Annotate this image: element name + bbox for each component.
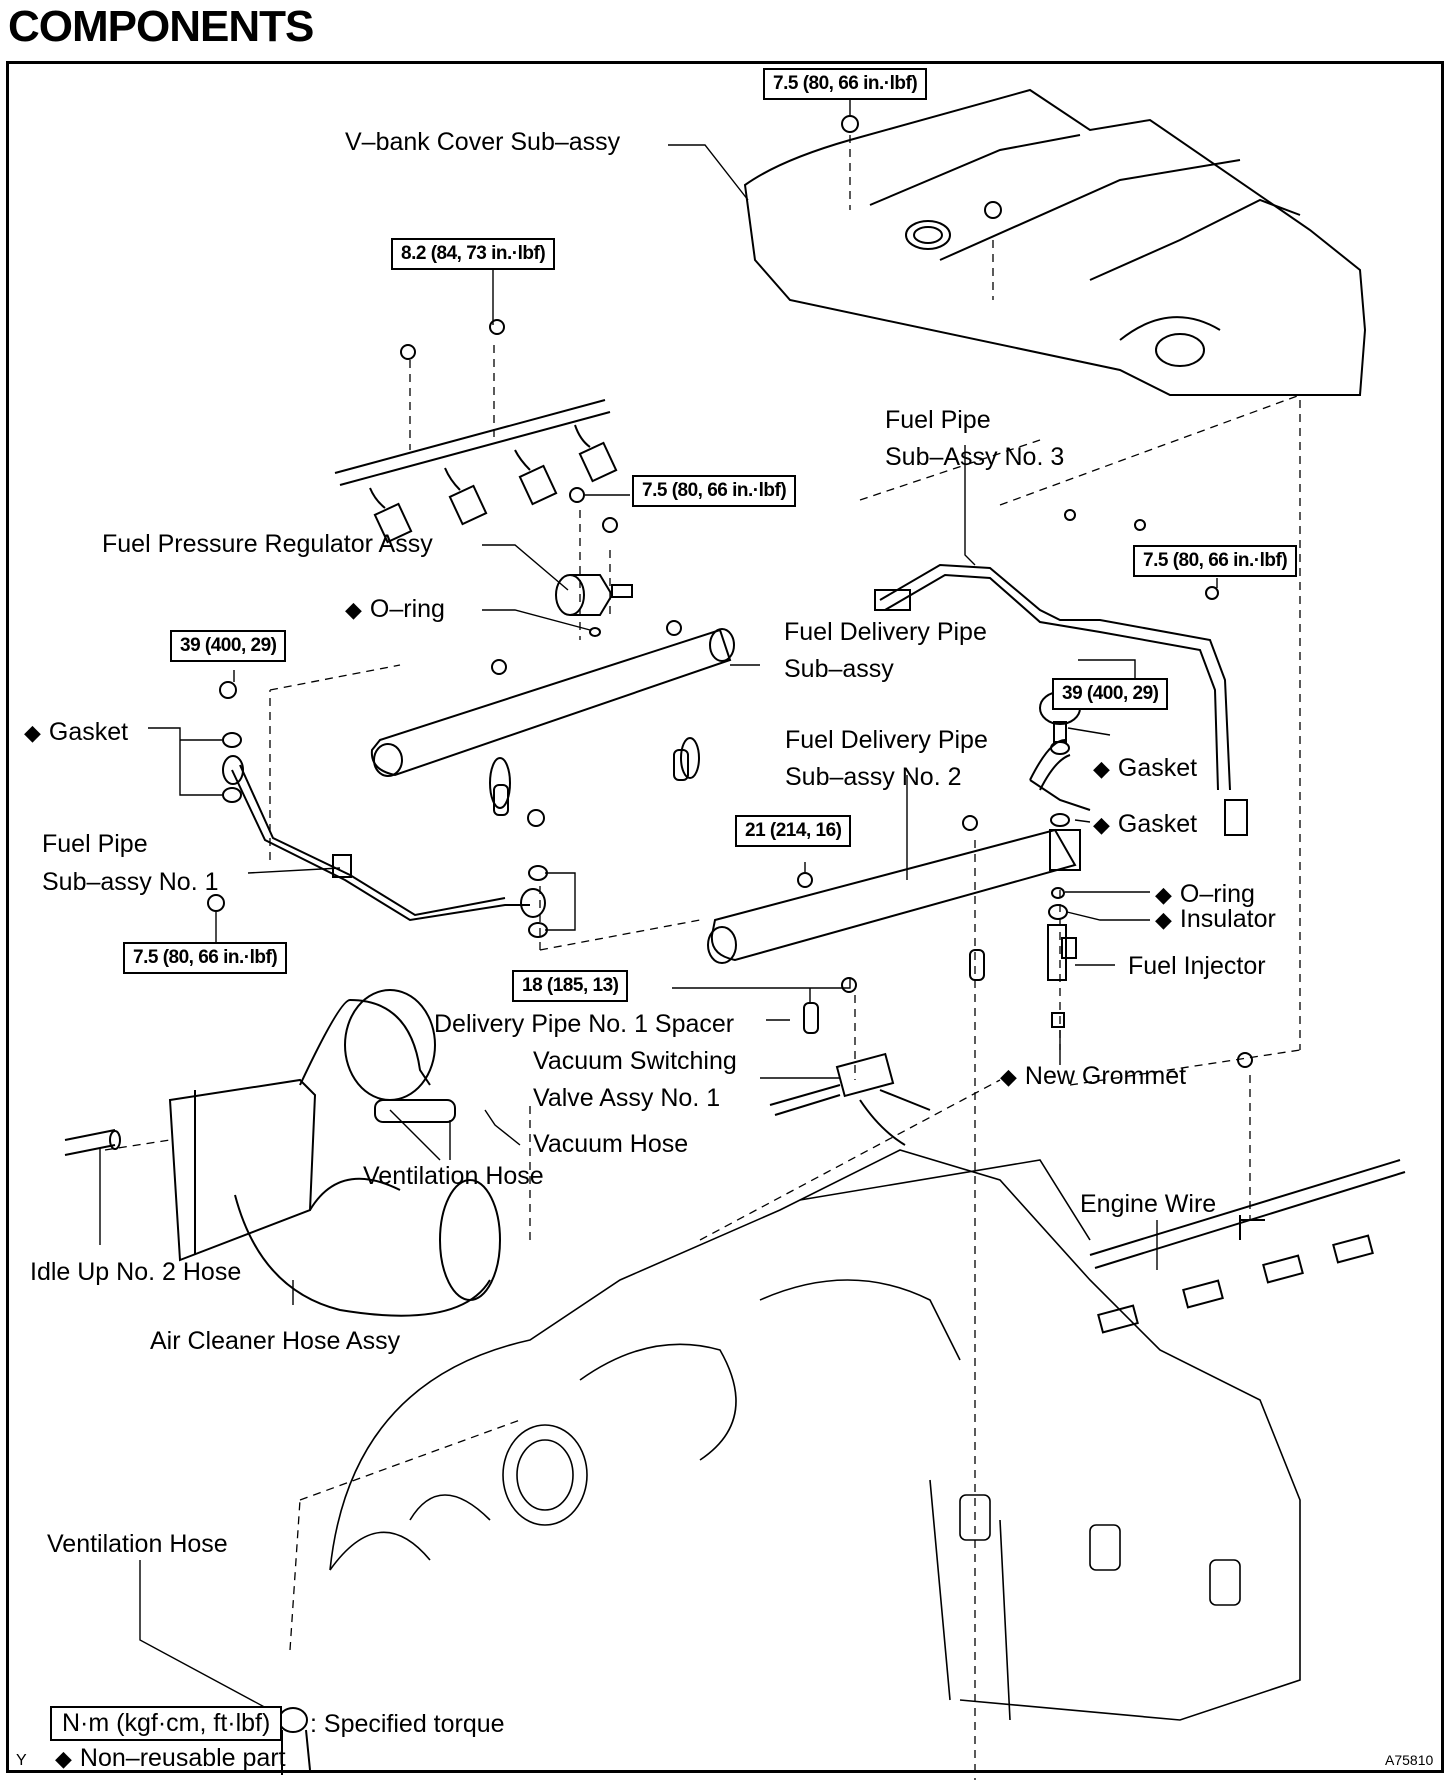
torque-box-fuel-pipe3: 7.5 (80, 66 in.·lbf) (1133, 545, 1298, 577)
label-fuel-delivery-pipe2-line2: Sub–assy No. 2 (785, 763, 962, 791)
torque-box-fuel-pipe1: 7.5 (80, 66 in.·lbf) (123, 942, 288, 974)
legend-torque-desc: : Specified torque (310, 1710, 505, 1738)
alignment-lines (104, 135, 1301, 1780)
label-fuel-pipe-no3-line1: Fuel Pipe (885, 406, 991, 434)
torque-box-union-bolt-left: 39 (400, 29) (170, 630, 287, 662)
torque-box-vbank-cover: 7.5 (80, 66 in.·lbf) (763, 68, 928, 100)
wire-harness-drawing (334, 399, 618, 544)
nonreusable-diamond-icon: ◆ (1155, 882, 1172, 907)
label-text: O–ring (369, 595, 445, 623)
label-vacuum-hose: Vacuum Hose (533, 1130, 689, 1158)
label-delivery-pipe-spacer: Delivery Pipe No. 1 Spacer (434, 1010, 735, 1038)
label-ventilation-hose-bottom: Ventilation Hose (47, 1530, 228, 1558)
label-fuel-pressure-regulator: Fuel Pressure Regulator Assy (102, 530, 433, 558)
legend-nonreusable-text: Non–reusable part (79, 1744, 286, 1772)
nonreusable-diamond-icon: ◆ (24, 720, 41, 745)
label-fuel-delivery-pipe-line1: Fuel Delivery Pipe (784, 618, 987, 646)
label-text: Gasket (1117, 754, 1198, 782)
label-vbank-cover: V–bank Cover Sub–assy (345, 128, 621, 156)
label-text: Insulator (1179, 905, 1276, 933)
label-text: Gasket (1117, 810, 1198, 838)
label-insulator: ◆ Insulator (1155, 905, 1276, 934)
label-text: Gasket (48, 718, 129, 746)
label-fuel-delivery-pipe2-line1: Fuel Delivery Pipe (785, 726, 988, 754)
engine-drawing (329, 1149, 1301, 1721)
nonreusable-diamond-icon: ◆ (55, 1746, 72, 1771)
nonreusable-diamond-icon: ◆ (1093, 812, 1110, 837)
fuel-delivery-pipe-2-drawing (707, 739, 1091, 964)
vbank-cover-drawing (743, 88, 1367, 396)
spacers-drawing (493, 749, 985, 1034)
nonreusable-diamond-icon: ◆ (1000, 1064, 1017, 1089)
regulator-drawing (555, 574, 633, 637)
label-fuel-pipe-no1-line1: Fuel Pipe (42, 830, 148, 858)
legend-torque-units: N·m (kgf·cm, ft·lbf) (50, 1706, 283, 1741)
label-engine-wire: Engine Wire (1080, 1190, 1217, 1218)
nonreusable-diamond-icon: ◆ (345, 597, 362, 622)
corner-mark: Y (16, 1752, 27, 1769)
label-gasket-right-2: ◆ Gasket (1093, 810, 1197, 839)
air-cleaner-hose-drawing (64, 989, 501, 1317)
bolts-drawing (207, 115, 1253, 1068)
label-fuel-pipe-no3-line2: Sub–Assy No. 3 (885, 443, 1065, 471)
label-air-cleaner-hose: Air Cleaner Hose Assy (150, 1327, 401, 1355)
vsv-drawing (769, 1052, 931, 1146)
label-vsv-line2: Valve Assy No. 1 (533, 1084, 721, 1112)
legend-nonreusable: ◆ Non–reusable part (55, 1744, 286, 1773)
nonreusable-diamond-icon: ◆ (1093, 756, 1110, 781)
fuel-pipe-no1-drawing (222, 732, 548, 938)
torque-box-wire-harness: 8.2 (84, 73 in.·lbf) (391, 238, 556, 270)
torque-box-regulator: 7.5 (80, 66 in.·lbf) (632, 475, 797, 507)
label-text: O–ring (1179, 880, 1255, 908)
nonreusable-diamond-icon: ◆ (1155, 907, 1172, 932)
diagram-frame (6, 61, 1444, 1773)
label-idle-up-hose: Idle Up No. 2 Hose (30, 1258, 242, 1286)
page-title: COMPONENTS (8, 2, 314, 51)
label-gasket-right-1: ◆ Gasket (1093, 754, 1197, 783)
fuel-delivery-pipe-drawing (370, 628, 735, 809)
figure-id: A75810 (1385, 1752, 1434, 1768)
label-fuel-delivery-pipe-line2: Sub–assy (784, 655, 894, 683)
torque-box-delivery-pipe2: 21 (214, 16) (735, 815, 852, 847)
label-text: New Grommet (1024, 1062, 1187, 1090)
label-gasket-left: ◆ Gasket (24, 718, 128, 747)
torque-box-vsv: 18 (185, 13) (512, 970, 629, 1002)
label-oring-right: ◆ O–ring (1155, 880, 1255, 909)
label-new-grommet: ◆ New Grommet (1000, 1062, 1186, 1091)
leader-lines (99, 96, 1218, 1711)
engine-wire-drawing (1089, 1159, 1406, 1334)
label-ventilation-hose-mid: Ventilation Hose (363, 1162, 544, 1190)
label-vsv-line1: Vacuum Switching (533, 1047, 737, 1075)
torque-box-union-bolt-right: 39 (400, 29) (1052, 678, 1169, 710)
label-fuel-injector: Fuel Injector (1128, 952, 1266, 980)
label-fuel-pipe-no1-line2: Sub–assy No. 1 (42, 868, 219, 896)
label-oring-top: ◆ O–ring (345, 595, 445, 624)
fuel-pipe-no3-drawing (874, 563, 1248, 836)
